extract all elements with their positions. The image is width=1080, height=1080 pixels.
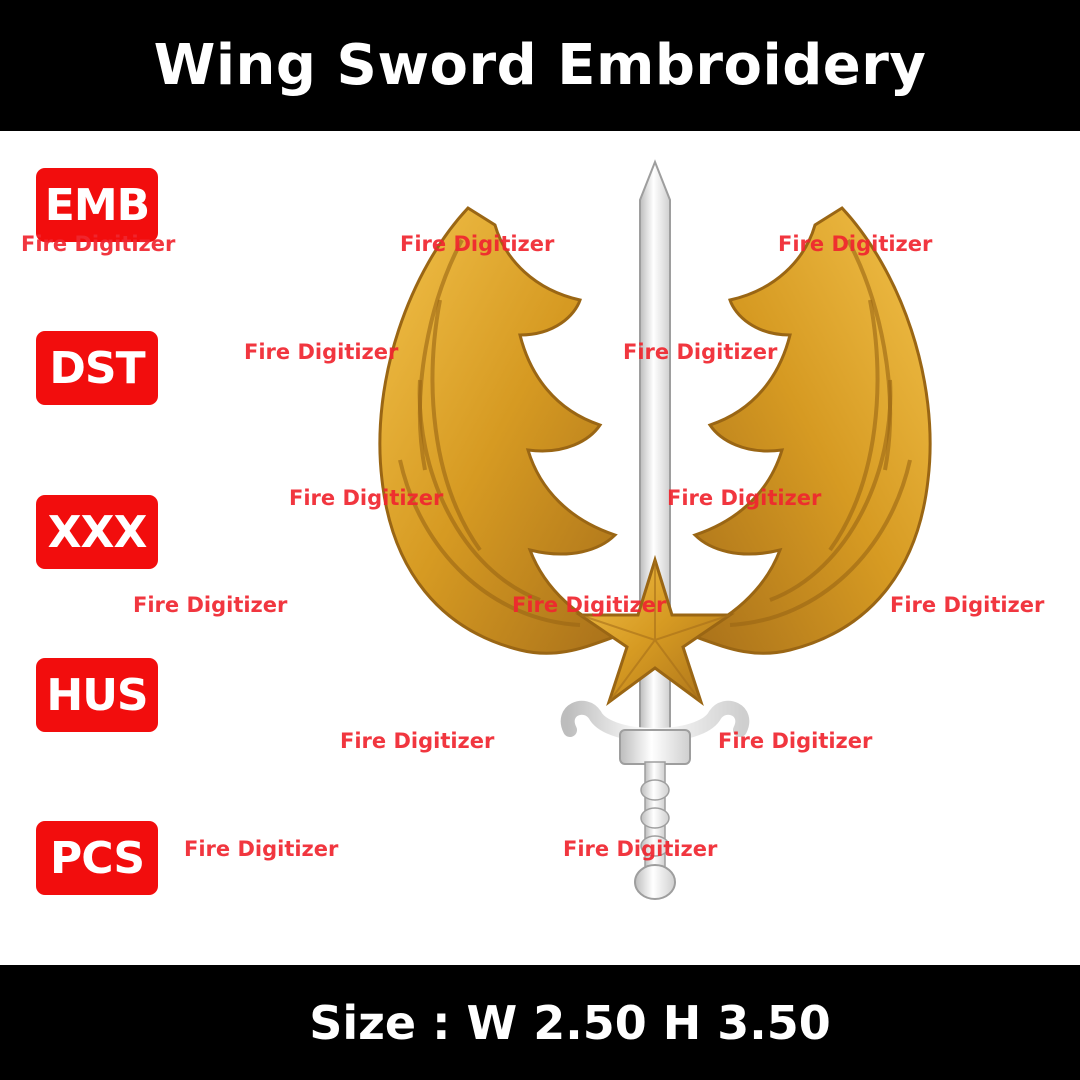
header-bar: Wing Sword Embroidery (0, 0, 1080, 131)
watermark-text: Fire Digitizer (512, 593, 667, 617)
format-badge-dst: DST (36, 331, 158, 405)
format-badge-hus: HUS (36, 658, 158, 732)
watermark-text: Fire Digitizer (400, 232, 555, 256)
format-badge-emb: EMB (36, 168, 158, 242)
footer-bar: Size : W 2.50 H 3.50 (0, 965, 1080, 1080)
size-label: Size : W 2.50 H 3.50 (309, 995, 831, 1050)
watermark-text: Fire Digitizer (778, 232, 933, 256)
format-badge-xxx: XXX (36, 495, 158, 569)
watermark-text: Fire Digitizer (244, 340, 399, 364)
watermark-text: Fire Digitizer (184, 837, 339, 861)
watermark-text: Fire Digitizer (21, 232, 176, 256)
watermark-text: Fire Digitizer (718, 729, 873, 753)
wing-sword-emblem-icon (377, 159, 933, 900)
watermark-text: Fire Digitizer (563, 837, 718, 861)
watermark-text: Fire Digitizer (667, 486, 822, 510)
watermark-text: Fire Digitizer (340, 729, 495, 753)
watermark-text: Fire Digitizer (890, 593, 1045, 617)
watermark-text: Fire Digitizer (133, 593, 288, 617)
watermark-text: Fire Digitizer (289, 486, 444, 510)
page-title: Wing Sword Embroidery (153, 33, 927, 98)
format-badge-pcs: PCS (36, 821, 158, 895)
watermark-text: Fire Digitizer (623, 340, 778, 364)
